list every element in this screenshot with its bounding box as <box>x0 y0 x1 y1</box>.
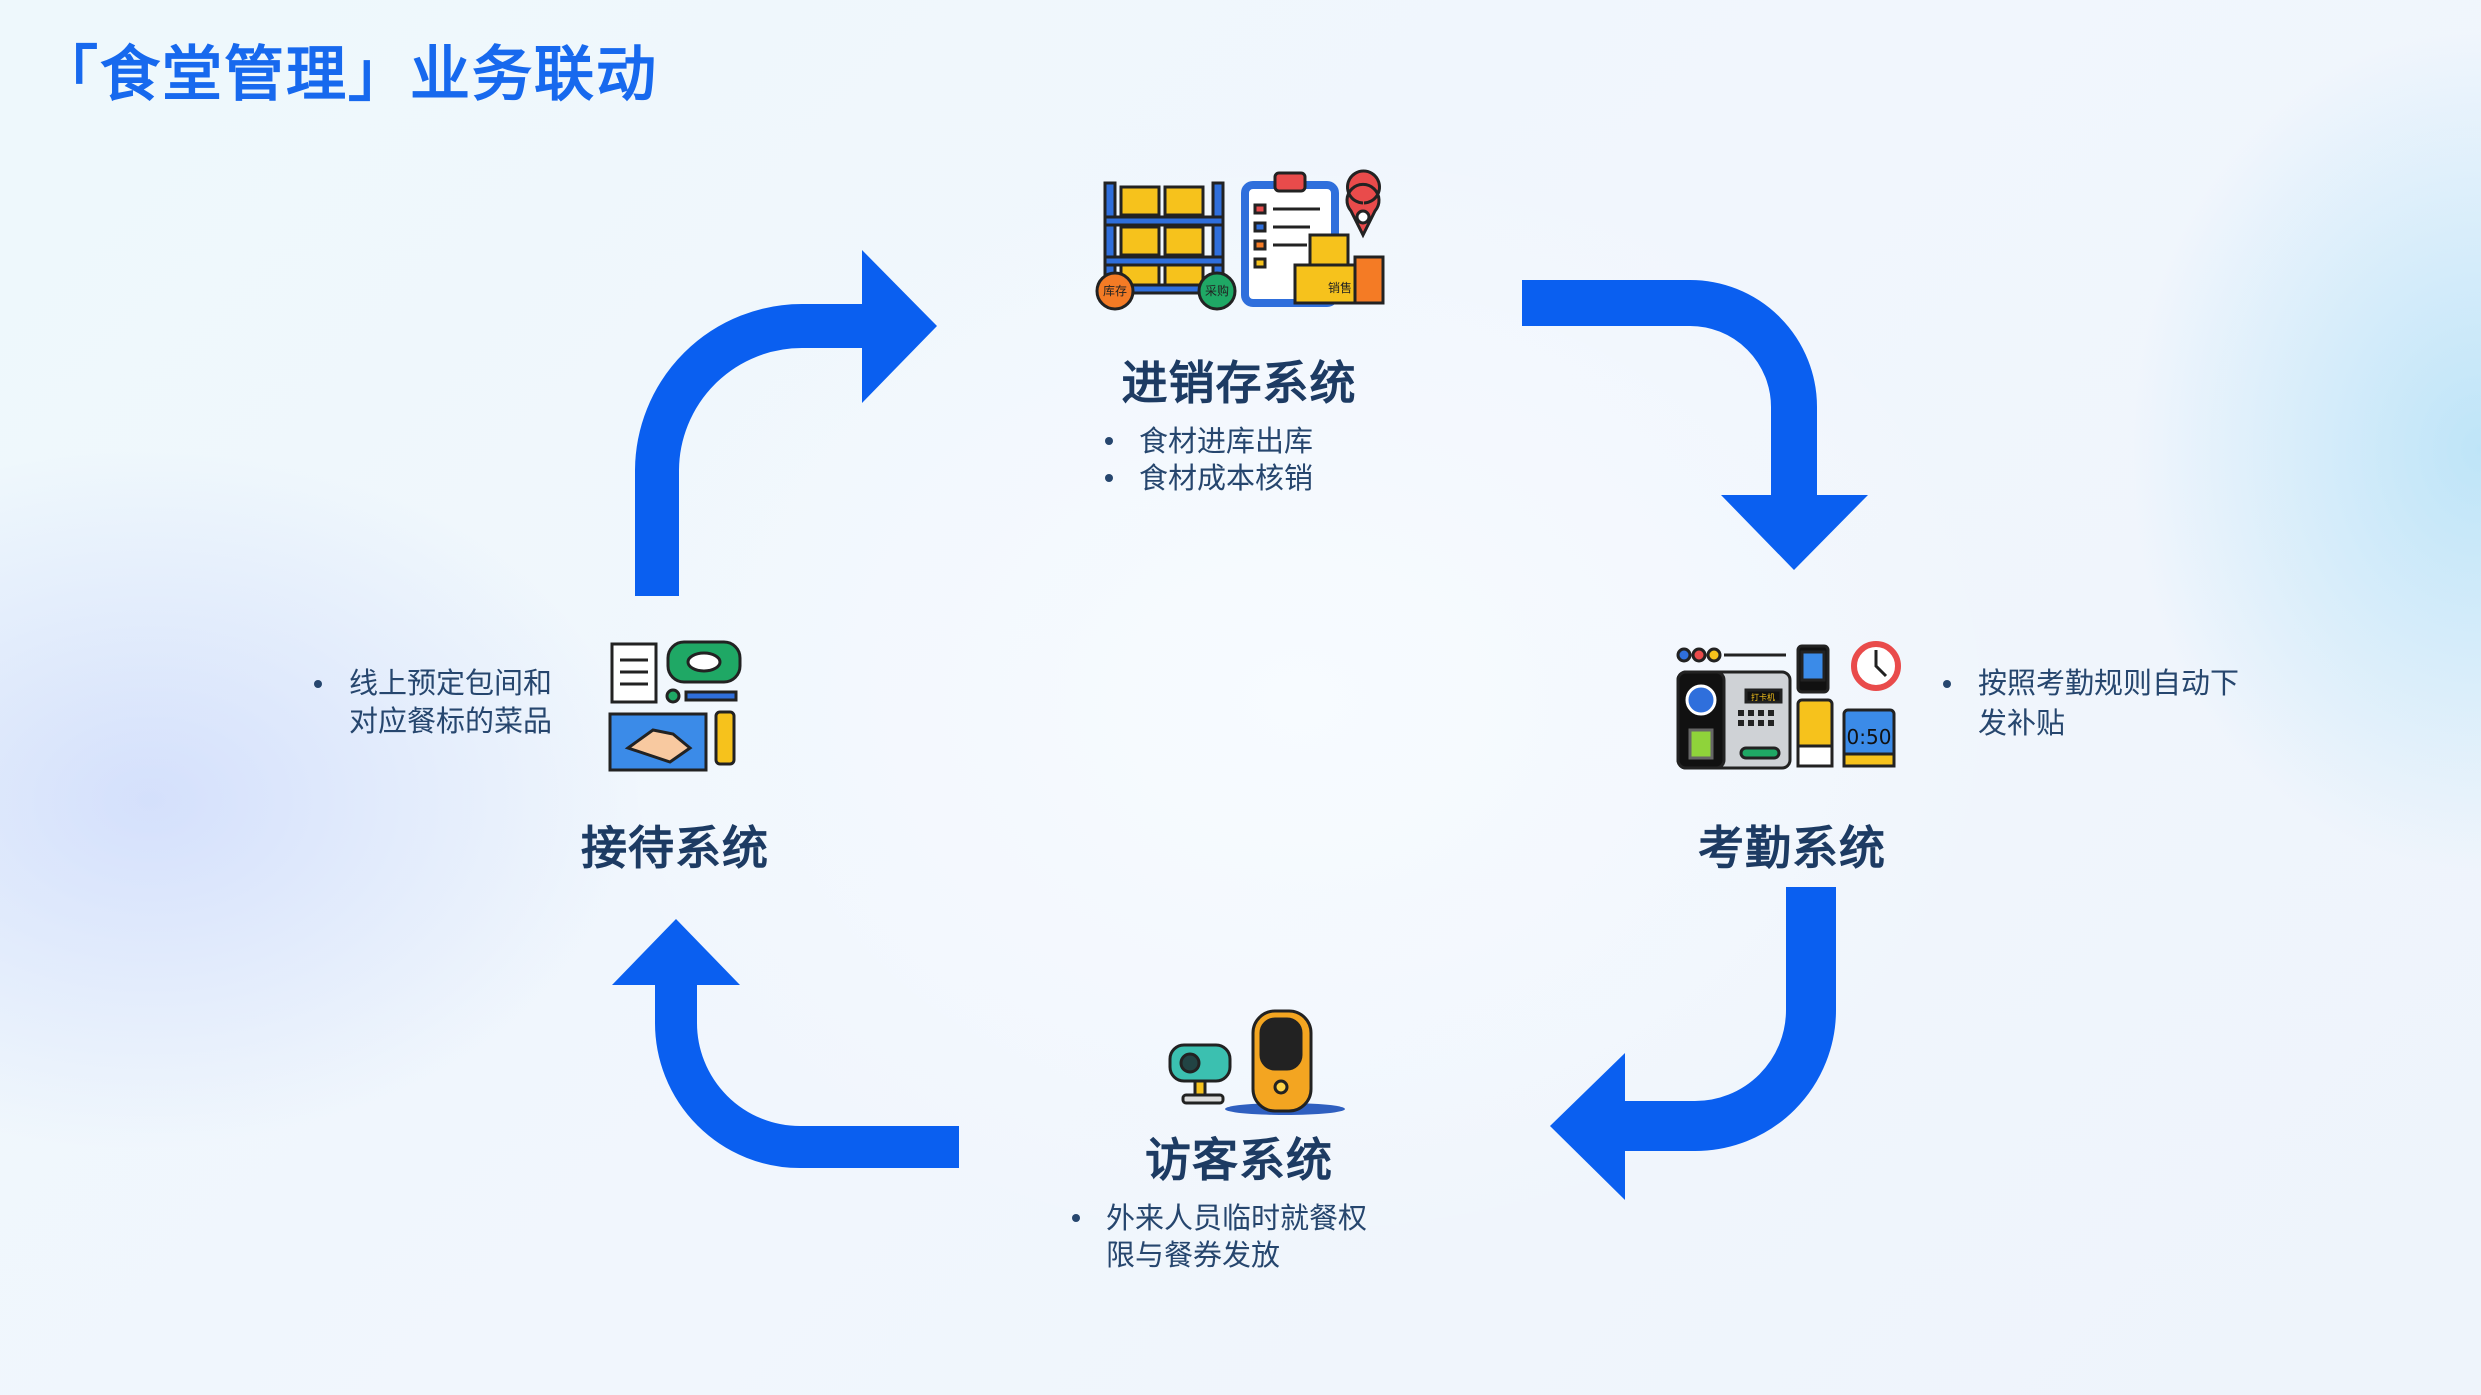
visitor-bullet-cont: 限与餐券发放 <box>1106 1238 1281 1272</box>
arrow-visitor-to-reception <box>655 975 959 1168</box>
arrow-attendance-to-visitor <box>1615 887 1836 1151</box>
reception-system-title: 接待系统 <box>581 821 769 875</box>
attendance-bullet-cont: 发补贴 <box>1978 706 2066 740</box>
reception-bullet-cont: 对应餐标的菜品 <box>349 704 553 738</box>
visitor-terminal-icon <box>1168 1009 1345 1115</box>
attendance-bullet: 按照考勤规则自动下 <box>1978 666 2240 700</box>
bullet-dot <box>1105 437 1113 445</box>
icon-label: 采购 <box>1205 283 1229 298</box>
icon-label: 0:50 <box>1847 725 1892 749</box>
time-clock-icon: 打卡机 0:50 <box>1676 641 1901 770</box>
bullet-dot <box>1072 1214 1080 1222</box>
reception-handshake-icon <box>608 640 742 772</box>
page-title: 「食堂管理」业务联动 <box>38 40 658 110</box>
bullet-dot <box>314 680 322 688</box>
inventory-system-title: 进销存系统 <box>1121 356 1357 410</box>
visitor-system-title: 访客系统 <box>1145 1133 1333 1187</box>
arrowhead <box>1721 495 1868 570</box>
attendance-system-title: 考勤系统 <box>1698 821 1886 875</box>
inventory-bullet: 食材进库出库 <box>1139 424 1314 458</box>
reception-bullet: 线上预定包间和 <box>349 666 553 700</box>
bullet-dot <box>1105 474 1113 482</box>
visitor-bullet: 外来人员临时就餐权 <box>1106 1201 1368 1235</box>
arrow-reception-to-inventory <box>635 304 870 596</box>
warehouse-inventory-icon: 库存 采购 销售 <box>1095 169 1385 311</box>
icon-label: 库存 <box>1103 283 1127 298</box>
bullet-dot <box>1943 680 1951 688</box>
inventory-bullet: 食材成本核销 <box>1139 461 1314 495</box>
arrowhead <box>612 919 740 985</box>
arrow-inventory-to-attendance <box>1522 280 1817 500</box>
icon-label: 销售 <box>1328 280 1352 295</box>
icon-label: 打卡机 <box>1751 692 1775 702</box>
arrowhead <box>1550 1053 1625 1200</box>
arrowhead <box>862 250 937 403</box>
